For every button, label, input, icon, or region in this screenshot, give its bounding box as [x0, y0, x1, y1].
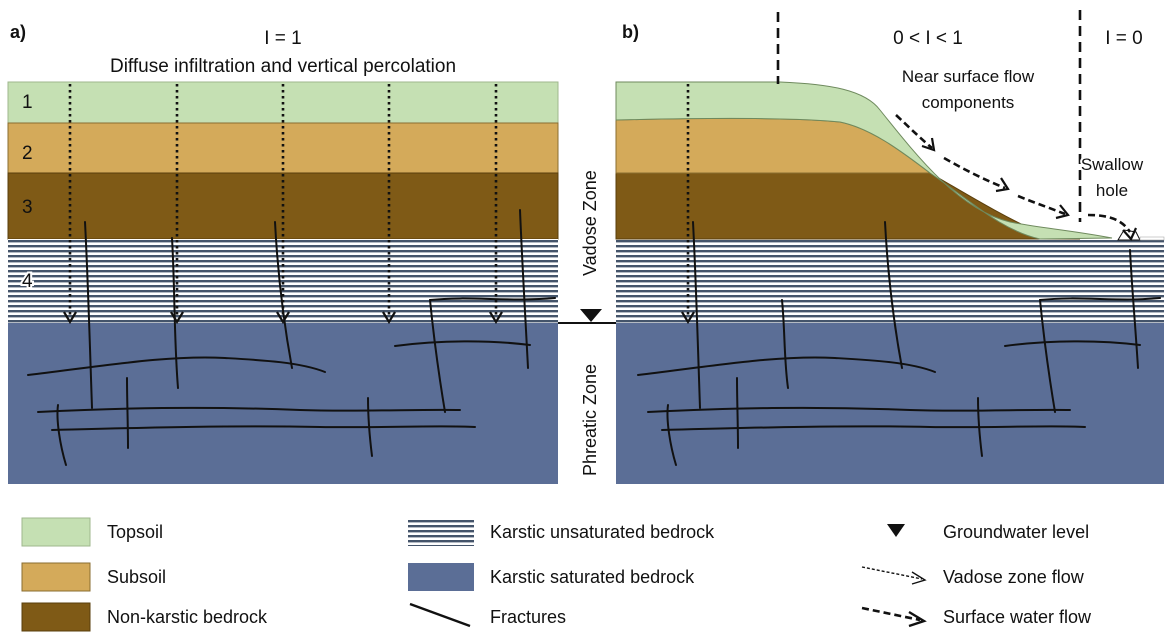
layer-number-3: 3: [22, 197, 33, 218]
legend-topsoil-swatch: [21, 517, 91, 547]
panel-b-right-surface: [1139, 236, 1165, 241]
center-zone-labels: Vadose Zone Phreatic Zone: [558, 170, 616, 476]
phreatic-zone-label: Phreatic Zone: [580, 364, 600, 476]
panel-b-index-right: I = 0: [1105, 28, 1143, 49]
legend-surface-flow-arrow: [861, 606, 927, 628]
panel-a: a) I = 1 Diffuse infiltration and vertic…: [7, 22, 559, 484]
legend-subsoil-swatch: [21, 562, 91, 592]
legend-saturated-swatch: [408, 563, 474, 591]
legend-unsaturated-swatch: [408, 518, 474, 546]
near-surface-flow-label-1: Near surface flow: [902, 67, 1035, 86]
legend-surface-flow-label: Surface water flow: [943, 607, 1092, 627]
panel-a-fractures: [27, 209, 556, 466]
legend-fractures-label: Fractures: [490, 607, 566, 627]
legend-vadose-flow-arrow: [861, 566, 927, 585]
panel-a-index: I = 1: [264, 28, 302, 49]
groundwater-level-triangle: [580, 309, 602, 322]
panel-b-fractures: [637, 221, 1161, 466]
legend-non-karstic-swatch: [21, 602, 91, 632]
legend-groundwater-label: Groundwater level: [943, 522, 1089, 542]
surface-flow-arrow: [943, 156, 1010, 193]
vadose-flow-arrow: [63, 84, 77, 325]
legend-non-karstic-label: Non-karstic bedrock: [107, 607, 268, 627]
panel-a-subsoil: [7, 122, 559, 174]
swallow-hole-label-1: Swallow: [1081, 155, 1144, 174]
panel-a-vadose-flow: [63, 84, 503, 325]
vadose-flow-arrow: [681, 84, 695, 325]
legend-topsoil-label: Topsoil: [107, 522, 163, 542]
layer-number-1: 1: [22, 92, 33, 113]
panel-b-topsoil: [615, 81, 1113, 240]
panel-b-non-karstic-bedrock: [615, 172, 1081, 240]
surface-flow-arrow: [1087, 213, 1138, 241]
panel-b-vadose-flow: [681, 84, 695, 325]
layer-number-4: 4: [22, 271, 33, 292]
legend-subsoil-label: Subsoil: [107, 567, 166, 587]
legend-unsaturated-label: Karstic unsaturated bedrock: [490, 522, 715, 542]
legend-vadose-flow-label: Vadose zone flow: [943, 567, 1085, 587]
surface-flow-arrow: [895, 114, 936, 152]
vadose-flow-arrow: [489, 84, 503, 325]
legend-fractures-line: [409, 602, 471, 628]
surface-flow-arrow: [1017, 194, 1070, 220]
panel-a-label: a): [10, 22, 26, 42]
vadose-zone-label: Vadose Zone: [580, 170, 600, 276]
panel-b-index-mid: 0 < I < 1: [893, 28, 963, 49]
panel-a-subtitle: Diffuse infiltration and vertical percol…: [110, 56, 456, 77]
legend-saturated-label: Karstic saturated bedrock: [490, 567, 695, 587]
panel-b-surface-flow: [895, 114, 1138, 241]
layer-number-2: 2: [22, 143, 33, 164]
vadose-flow-arrow: [170, 84, 184, 325]
vadose-flow-arrow: [382, 84, 396, 325]
swallow-hole-label-2: hole: [1096, 181, 1128, 200]
panel-a-saturated-bedrock: [8, 323, 558, 484]
near-surface-flow-label-2: components: [922, 93, 1015, 112]
panel-b: b) 0 < I < 1 I = 0 Near surface flow com…: [615, 10, 1165, 484]
panel-b-saturated-bedrock: [616, 323, 1164, 484]
panel-b-label: b): [622, 22, 639, 42]
legend: Topsoil Subsoil Non-karstic bedrock Kars…: [21, 517, 1092, 632]
vadose-flow-arrow: [276, 84, 290, 325]
legend-groundwater-triangle: [887, 524, 905, 537]
